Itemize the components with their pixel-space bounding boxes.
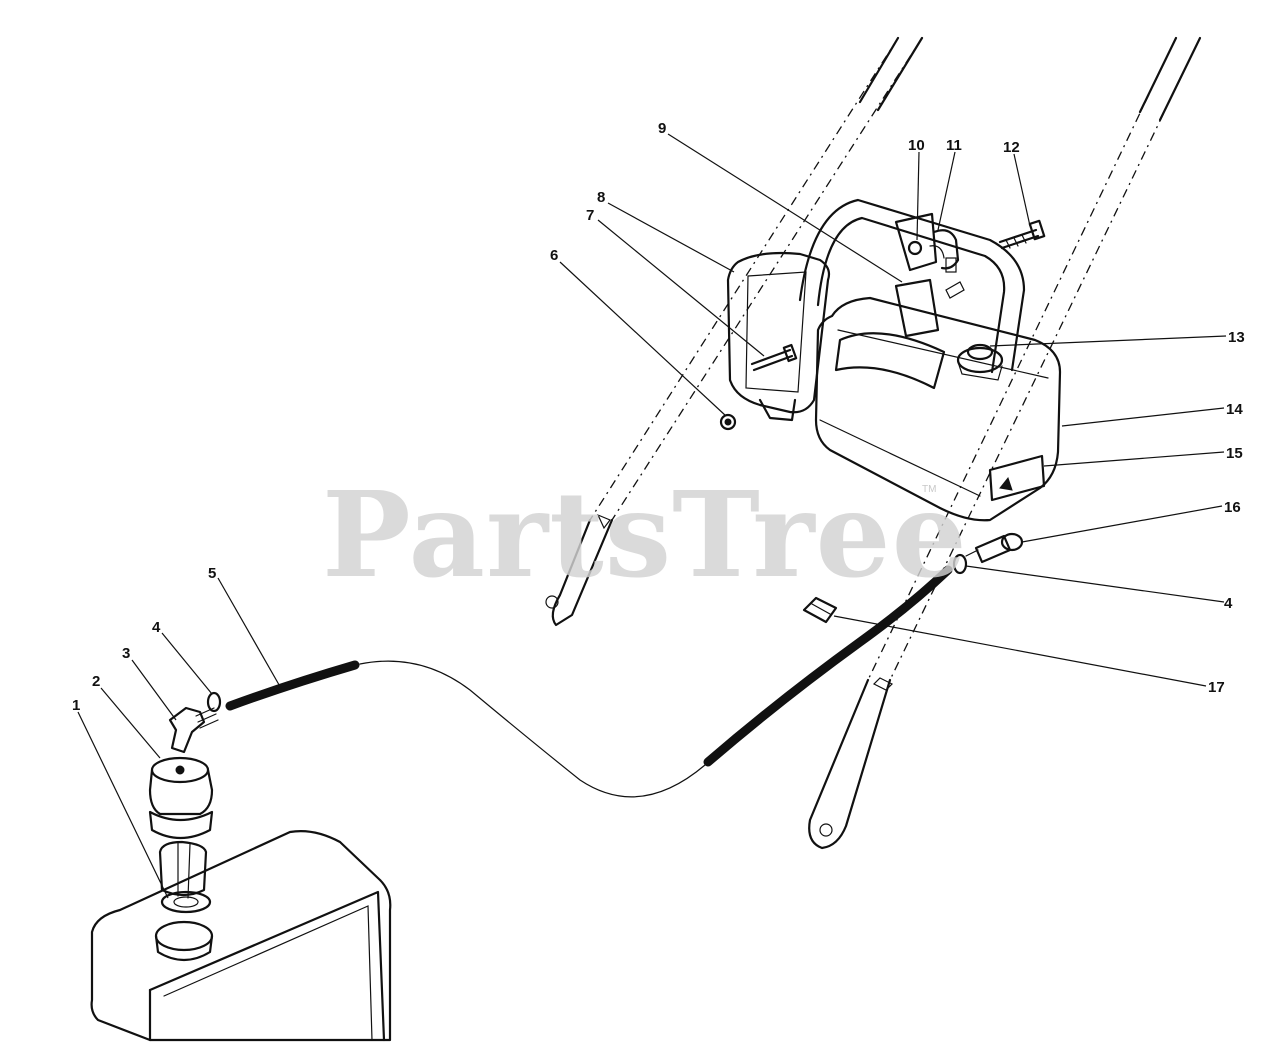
fitting-17 xyxy=(802,596,838,624)
callout-14: 14 xyxy=(1226,401,1243,418)
tank-cap-2 xyxy=(148,756,214,840)
clamp-4-left xyxy=(206,691,222,713)
leader-lines xyxy=(77,133,1227,899)
callout-17: 17 xyxy=(1208,679,1225,696)
callout-3: 3 xyxy=(122,645,130,662)
callout-10: 10 xyxy=(908,137,925,154)
fuel-tank xyxy=(814,296,1062,522)
callout-8: 8 xyxy=(597,189,605,206)
handle-assembly xyxy=(545,36,1202,850)
callout-12: 12 xyxy=(1003,139,1020,156)
filter-screen xyxy=(158,840,208,899)
shutoff-valve-16 xyxy=(965,532,1024,564)
callout-1: 1 xyxy=(72,697,80,714)
elbow-fitting-3 xyxy=(168,706,219,754)
callout-4-right: 4 xyxy=(1224,595,1233,612)
callout-5: 5 xyxy=(208,565,216,582)
watermark: PartsTree TM xyxy=(322,465,968,604)
watermark-text: PartsTree xyxy=(322,465,968,604)
callout-16: 16 xyxy=(1224,499,1241,516)
watermark-trademark: TM xyxy=(922,484,936,495)
bolt-12 xyxy=(998,219,1046,250)
callout-labels: 1 2 3 4 5 6 7 8 9 10 11 12 13 14 15 16 4… xyxy=(72,120,1245,714)
clamp-4-right xyxy=(952,553,968,575)
lower-tank xyxy=(90,830,392,1042)
callout-2: 2 xyxy=(92,673,100,690)
tank-bracket xyxy=(726,251,831,422)
callout-7: 7 xyxy=(586,207,594,224)
callout-6: 6 xyxy=(550,247,558,264)
nut-6 xyxy=(719,413,737,431)
fuel-hose xyxy=(225,565,953,798)
callout-11: 11 xyxy=(946,137,962,154)
callout-9: 9 xyxy=(658,120,666,137)
gasket-1 xyxy=(160,890,212,914)
callout-4-left: 4 xyxy=(152,619,161,636)
bolt-7 xyxy=(750,343,798,372)
callout-13: 13 xyxy=(1228,329,1245,346)
callout-15: 15 xyxy=(1226,445,1243,462)
handle-clamp xyxy=(894,212,965,338)
